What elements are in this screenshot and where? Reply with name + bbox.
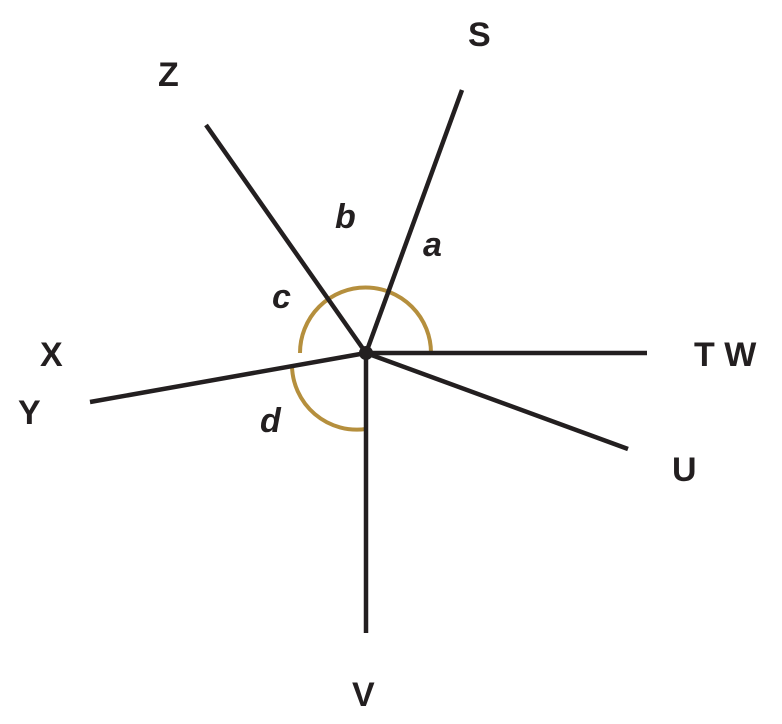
angle-label-a: a bbox=[423, 226, 442, 264]
label-tw: T W bbox=[694, 336, 757, 374]
center-point bbox=[359, 346, 373, 360]
angle-label-d: d bbox=[260, 402, 282, 440]
label-z: Z bbox=[158, 56, 179, 94]
label-s: S bbox=[468, 16, 491, 54]
angle-label-c: c bbox=[272, 278, 291, 316]
angle-arc-lower bbox=[290, 365, 367, 432]
ray-u bbox=[365, 350, 629, 452]
angle-arc-upper bbox=[298, 285, 433, 354]
label-u: U bbox=[672, 451, 697, 489]
label-x: X bbox=[40, 336, 63, 374]
ray-z bbox=[204, 123, 368, 355]
ray-s bbox=[363, 89, 465, 354]
angle-label-b: b bbox=[335, 198, 356, 236]
label-v: V bbox=[352, 676, 375, 714]
ray-y bbox=[89, 350, 367, 405]
label-y: Y bbox=[18, 394, 41, 432]
